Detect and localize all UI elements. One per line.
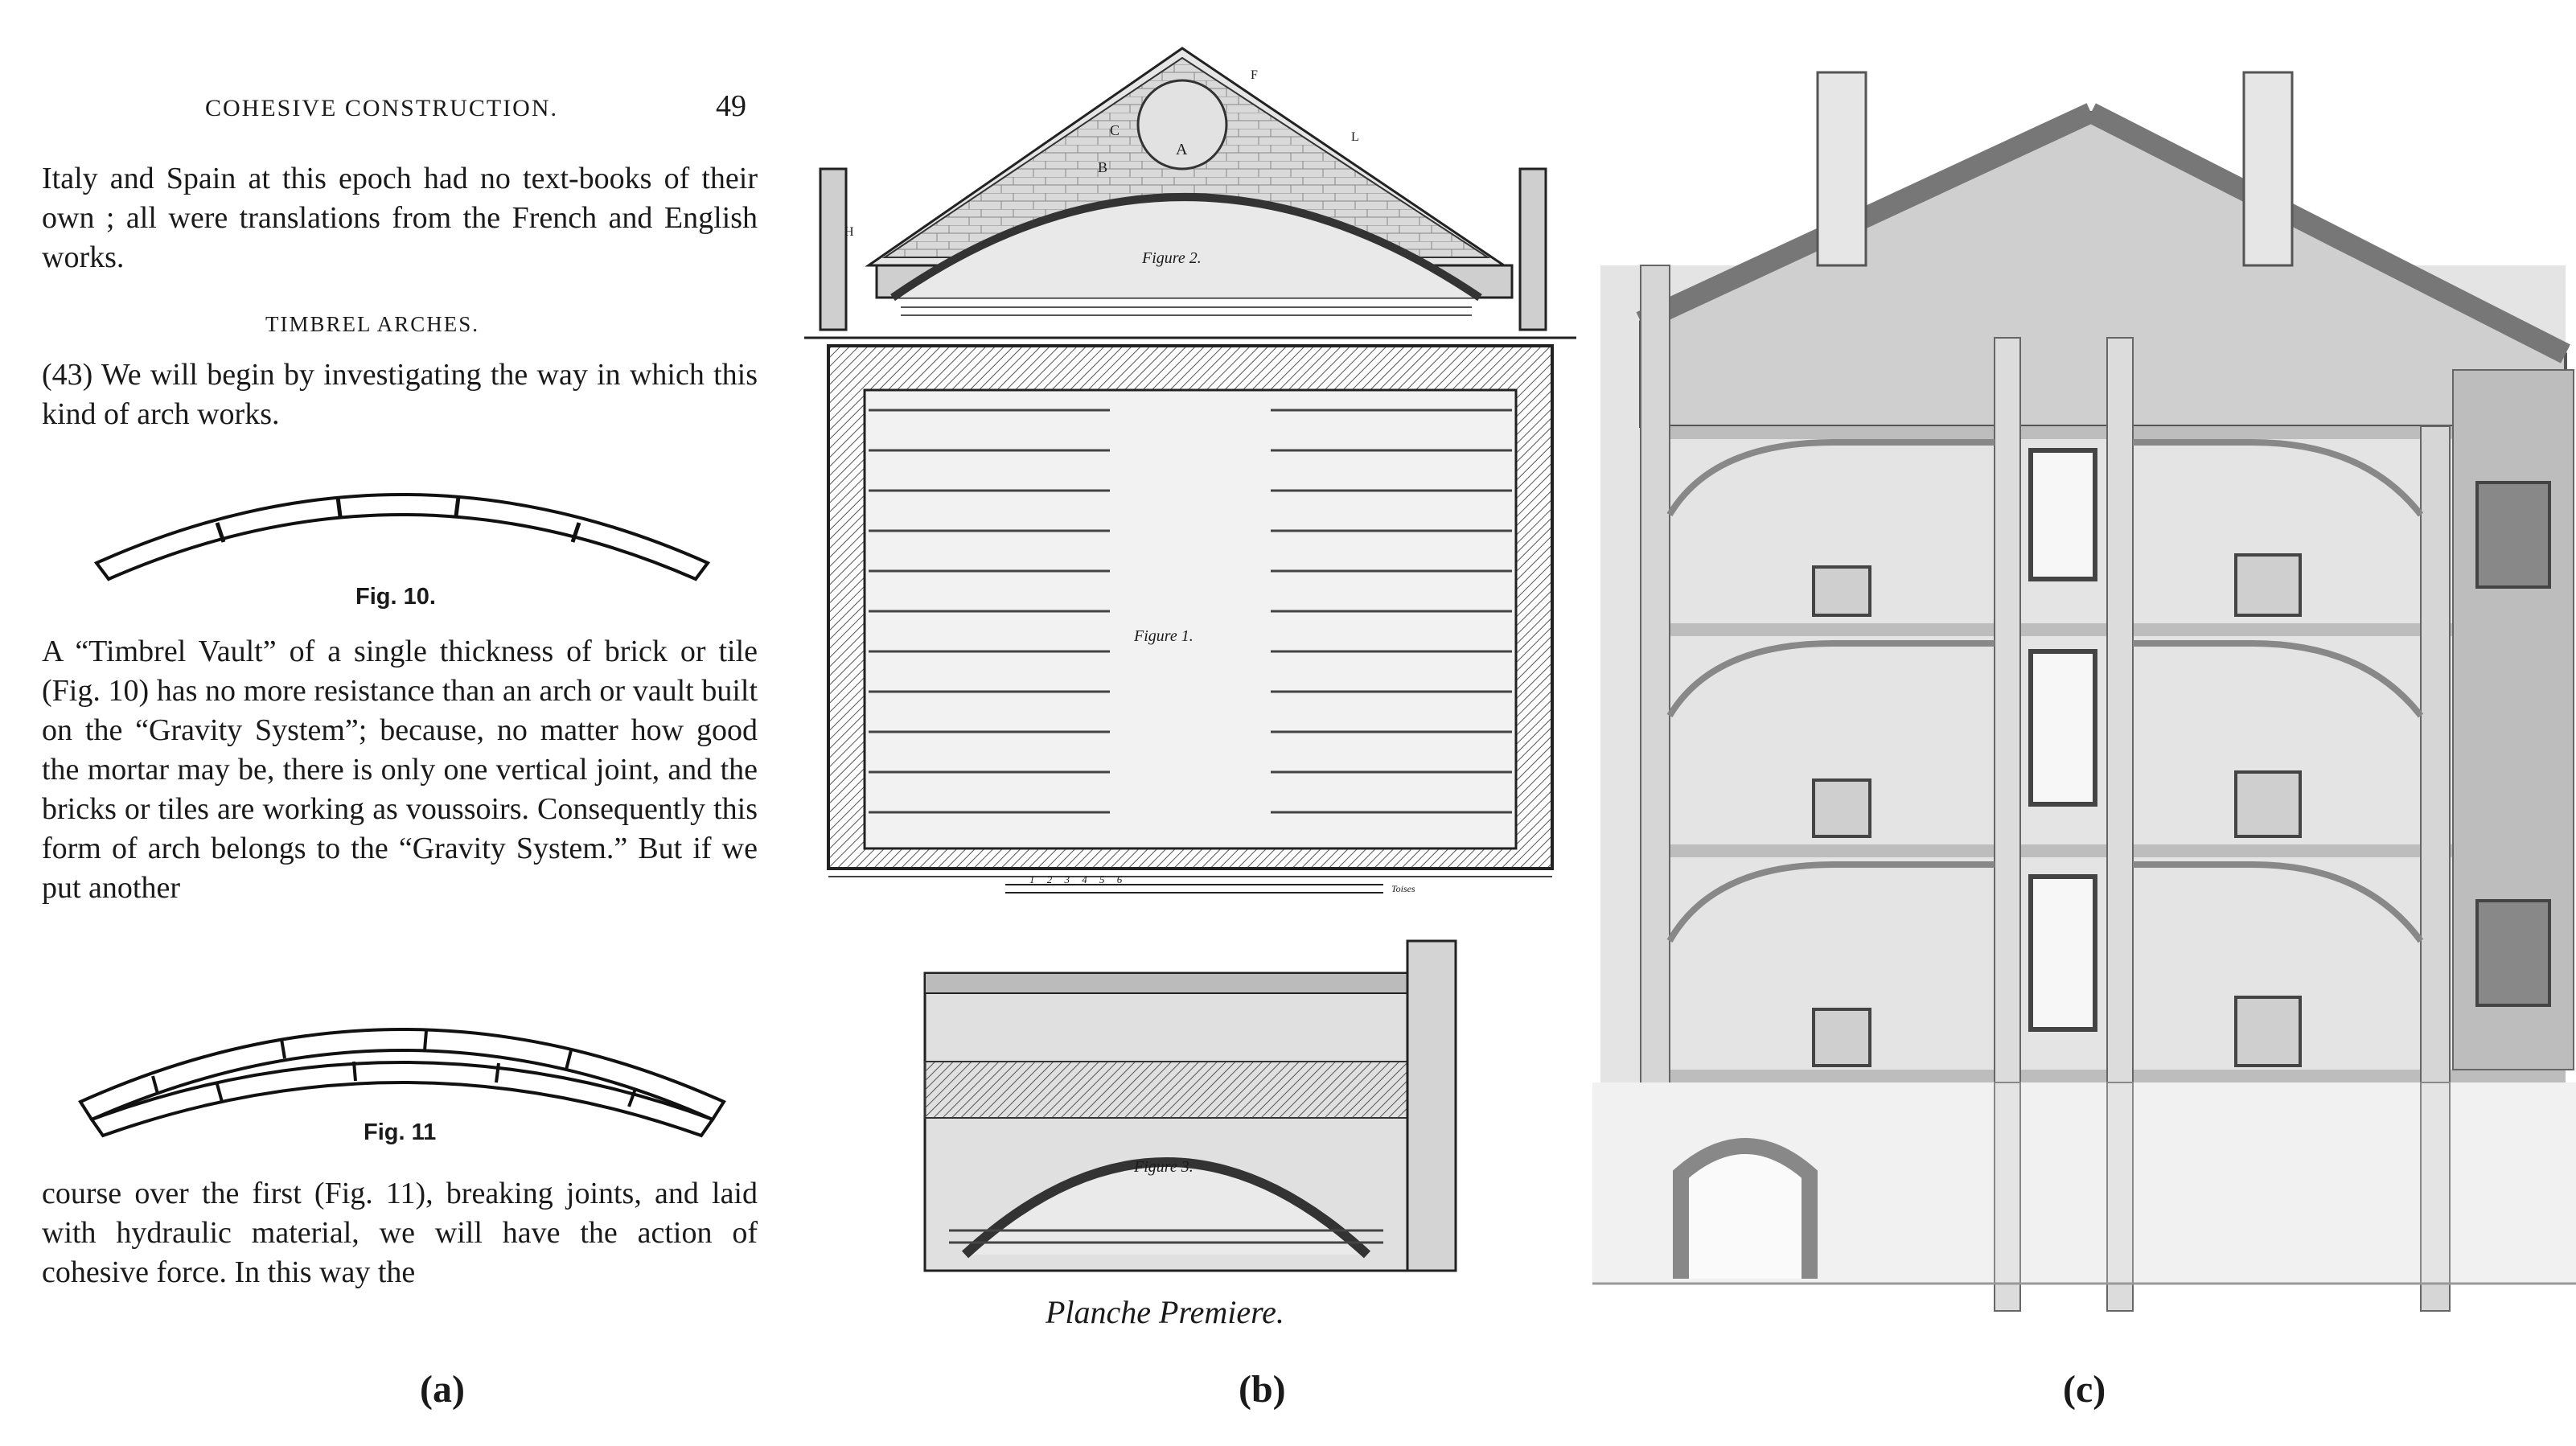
building-section-drawing (1592, 71, 2576, 1312)
figure-1-label: Figure 1. (1134, 627, 1194, 645)
panel-a-book-page: COHESIVE CONSTRUCTION. 49 Italy and Spai… (0, 0, 788, 1411)
fig10-single-arch-diagram (93, 493, 711, 581)
fig11-double-arch-diagram (78, 1028, 726, 1138)
paragraph-1: Italy and Spain at this epoch had no tex… (42, 162, 758, 274)
paragraph-3: A “Timbrel Vault” of a single thickness … (42, 635, 758, 905)
running-head: COHESIVE CONSTRUCTION. (205, 95, 559, 121)
scale-numbers: 1 2 3 4 5 6 (1029, 873, 1128, 885)
panel-label-c: (c) (2063, 1368, 2106, 1411)
plate-letter-l: L (1351, 130, 1359, 144)
plate-title: Planche Premiere. (1046, 1294, 1284, 1330)
figure-1-plan (827, 344, 1554, 893)
plate-letter-h: H (844, 225, 854, 239)
plate-letter-a: A (1176, 141, 1188, 158)
paragraph-4: course over the first (Fig. 11), breakin… (42, 1177, 758, 1289)
panel-b-engraved-plate: Figure 2. Figure 1. Figure 3. A B C F L … (804, 0, 1592, 1411)
paragraph-2: (43) We will begin by investigating the … (42, 358, 758, 431)
scale-unit: Toises (1391, 883, 1415, 894)
plate-letter-f: F (1251, 68, 1258, 82)
figure-3-label: Figure 3. (1134, 1158, 1194, 1176)
figure-3-elevation (923, 939, 1457, 1272)
panel-label-a: (a) (420, 1368, 465, 1411)
fig11-caption: Fig. 11 (364, 1119, 437, 1145)
page-number: 49 (716, 89, 746, 123)
plate-letter-c: C (1110, 122, 1120, 138)
section-heading: TIMBREL ARCHES. (265, 312, 480, 336)
figure-2-section (804, 47, 1576, 339)
fig10-caption: Fig. 10. (355, 584, 436, 610)
panel-c-building-section: (c) (1592, 0, 2576, 1446)
plate-drawing (804, 47, 1576, 1272)
panel-label-b: (b) (1239, 1368, 1286, 1411)
figure-2-label: Figure 2. (1142, 249, 1202, 267)
plate-letter-b: B (1098, 159, 1108, 175)
